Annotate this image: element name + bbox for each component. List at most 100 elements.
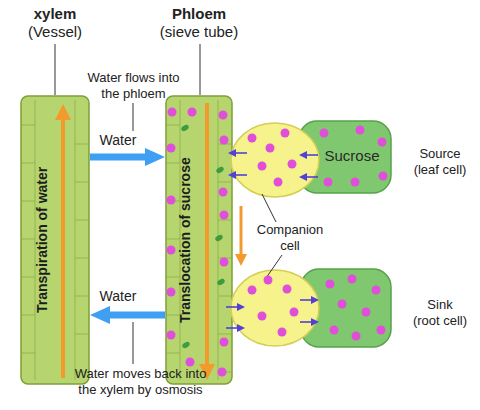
sucrose-dot: [167, 196, 176, 205]
vessel-wall: [166, 96, 232, 384]
sucrose-dot: [281, 129, 290, 138]
leader-line: [55, 44, 56, 95]
transport-arrow: [300, 299, 315, 301]
cell-wall-line: [75, 334, 88, 335]
sucrose-dot: [248, 286, 257, 295]
cell-wall-line: [218, 258, 231, 259]
node-outline: [300, 268, 392, 348]
note-label: Water flows into the phloem: [81, 70, 186, 103]
node-outline: [20, 95, 90, 385]
transport-arrow: [226, 327, 241, 329]
sucrose-dot: [220, 338, 229, 347]
flow-arrow: [240, 206, 243, 260]
sucrose-dot: [220, 258, 229, 267]
sucrose-dot: [278, 328, 287, 337]
transport-arrow: [303, 154, 318, 156]
sucrose-dot: [167, 246, 176, 255]
companion-cell: [231, 270, 319, 346]
sucrose-dot: [283, 285, 292, 294]
sucrose-dot: [362, 308, 371, 317]
cell-wall-line: [218, 296, 231, 297]
cell-wall-line: [167, 125, 180, 126]
sucrose-dot: [324, 178, 333, 187]
cell-wall-line: [22, 239, 35, 240]
cell-wall-line: [75, 144, 88, 145]
cell-wall-line: [22, 201, 35, 202]
leader-line: [266, 255, 282, 278]
tube-title: Phloem: [145, 5, 253, 23]
sucrose-dot: [351, 178, 360, 187]
edge-label: Water: [83, 132, 153, 148]
sucrose-dot: [188, 108, 197, 117]
cell-wall-line: [22, 277, 35, 278]
sucrose-dot: [248, 134, 257, 143]
flow-arrow: [205, 103, 209, 372]
flow-label: Translocation of sucrose: [177, 95, 194, 385]
sucrose-dot: [168, 108, 177, 117]
sucrose-dot: [220, 136, 229, 145]
cell-wall-line: [22, 353, 35, 354]
sucrose-dot: [219, 188, 228, 197]
sucrose-dot: [348, 275, 357, 284]
cell-wall-line: [218, 182, 231, 183]
sieve-plate: [180, 124, 189, 132]
sucrose-dot: [326, 280, 335, 289]
sucrose-dot: [352, 332, 361, 341]
sucrose-dot: [274, 178, 283, 187]
xylem-vessel: xylem(Vessel)Transpiration of water: [20, 95, 90, 385]
sucrose-dot: [290, 308, 299, 317]
part-label: Companion cell: [252, 222, 328, 255]
sucrose-dot: [218, 368, 227, 377]
water-arrow: [100, 312, 165, 319]
sucrose-dot: [330, 326, 339, 335]
cell-wall-line: [75, 182, 88, 183]
leader-line: [133, 103, 134, 131]
sieve-plate: [216, 278, 225, 286]
sink-cell: Sink (root cell): [300, 268, 392, 348]
sucrose-dot: [378, 138, 387, 147]
sucrose-dot: [288, 160, 297, 169]
cell-label: Source (leaf cell): [408, 146, 472, 177]
sucrose-dot: [379, 172, 388, 181]
sucrose-dot: [167, 331, 176, 340]
sucrose-dot: [356, 126, 365, 135]
sucrose-dot: [220, 211, 229, 220]
cell-wall-line: [218, 100, 219, 380]
sucrose-dot: [338, 300, 347, 309]
cell-wall-line: [167, 353, 180, 354]
cell-wall-line: [22, 125, 35, 126]
cell-label: Sink (root cell): [413, 297, 468, 328]
sucrose-dot: [264, 276, 273, 285]
sucrose-dot: [186, 358, 195, 367]
transport-arrow: [232, 174, 247, 176]
sucrose-dot: [377, 326, 386, 335]
transport-arrow: [226, 306, 241, 308]
cell-wall-line: [75, 258, 88, 259]
cell-wall-line: [22, 163, 35, 164]
cell-wall-line: [218, 334, 231, 335]
sucrose-dot: [167, 288, 176, 297]
sieve-plate: [181, 341, 190, 349]
leader-line: [133, 322, 134, 364]
cell-wall-line: [75, 100, 76, 380]
flow-label: Transpiration of water: [34, 95, 51, 385]
cell-wall-line: [22, 315, 35, 316]
leader-line: [200, 44, 201, 95]
cell-wall-line: [218, 372, 231, 373]
leader-line: [262, 194, 276, 222]
transport-arrow: [303, 176, 318, 178]
companion-cell: [231, 123, 319, 197]
sucrose-dot: [372, 286, 381, 295]
node-outline: [165, 95, 233, 385]
cell-wall-line: [218, 144, 231, 145]
edge-label: Water: [83, 288, 153, 304]
cell-outline: [299, 121, 391, 193]
cell-wall-line: [218, 220, 231, 221]
vessel-title: xylem: [0, 5, 110, 23]
water-arrow: [90, 154, 155, 161]
sieve-plate: [215, 166, 224, 174]
tube-subtitle: (sieve tube): [145, 23, 253, 41]
sucrose-dot: [258, 312, 267, 321]
